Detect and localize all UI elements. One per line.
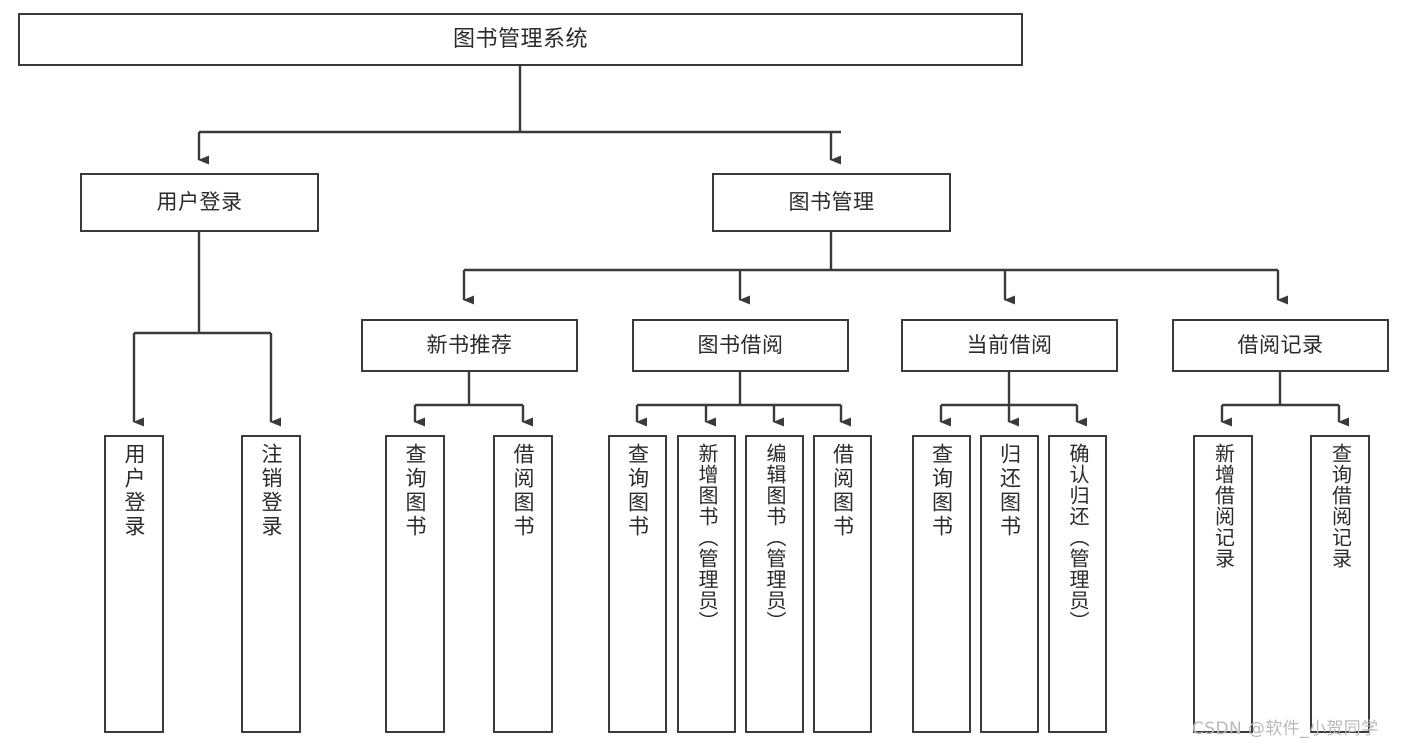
node-label: 归还图书 [997, 443, 1022, 539]
node-leaf-logout[interactable]: 注销登录 [241, 435, 301, 733]
node-root-book-management-system[interactable]: 图书管理系统 [18, 13, 1023, 66]
node-leaf-edit-book-admin[interactable]: 编辑图书（管理员） [745, 435, 804, 733]
node-leaf-query-borrow-record[interactable]: 查询借阅记录 [1310, 435, 1370, 733]
node-label: 注销登录 [259, 443, 284, 539]
node-leaf-return-book[interactable]: 归还图书 [980, 435, 1039, 733]
node-label: 借阅图书 [830, 443, 855, 539]
node-label: 用户登录 [156, 190, 243, 215]
node-label: 用户登录 [122, 443, 147, 539]
node-label: 新增图书（管理员） [695, 443, 719, 632]
node-leaf-borrow-book-recommend[interactable]: 借阅图书 [493, 435, 553, 733]
node-label: 查询借阅记录 [1328, 443, 1353, 569]
node-label: 当前借阅 [966, 333, 1053, 358]
node-new-book-recommend[interactable]: 新书推荐 [361, 319, 578, 372]
node-label: 查询图书 [403, 443, 428, 539]
node-current-borrow[interactable]: 当前借阅 [901, 319, 1118, 372]
node-label: 借阅记录 [1237, 333, 1324, 358]
node-user-login[interactable]: 用户登录 [80, 173, 319, 232]
node-leaf-confirm-return-admin[interactable]: 确认归还（管理员） [1048, 435, 1107, 733]
node-label: 新书推荐 [426, 333, 513, 358]
node-leaf-query-book-current[interactable]: 查询图书 [912, 435, 971, 733]
node-book-management[interactable]: 图书管理 [712, 173, 951, 232]
node-label: 查询图书 [625, 443, 650, 539]
watermark: CSDN @软件_小贺同学 [1192, 719, 1379, 739]
node-leaf-add-borrow-record[interactable]: 新增借阅记录 [1193, 435, 1253, 733]
node-label: 确认归还（管理员） [1066, 443, 1090, 632]
node-book-borrow[interactable]: 图书借阅 [632, 319, 849, 372]
node-leaf-add-book-admin[interactable]: 新增图书（管理员） [677, 435, 736, 733]
node-label: 图书管理 [788, 190, 875, 215]
node-label: 编辑图书（管理员） [763, 443, 787, 632]
node-label: 新增借阅记录 [1211, 443, 1236, 569]
node-leaf-borrow-book[interactable]: 借阅图书 [813, 435, 872, 733]
node-label: 图书管理系统 [452, 26, 588, 52]
node-leaf-query-book-borrow[interactable]: 查询图书 [608, 435, 667, 733]
node-label: 借阅图书 [511, 443, 536, 539]
node-leaf-query-book-recommend[interactable]: 查询图书 [385, 435, 445, 733]
node-label: 图书借阅 [697, 333, 784, 358]
node-borrow-record[interactable]: 借阅记录 [1172, 319, 1389, 372]
node-label: 查询图书 [929, 443, 954, 539]
node-leaf-user-login[interactable]: 用户登录 [104, 435, 164, 733]
